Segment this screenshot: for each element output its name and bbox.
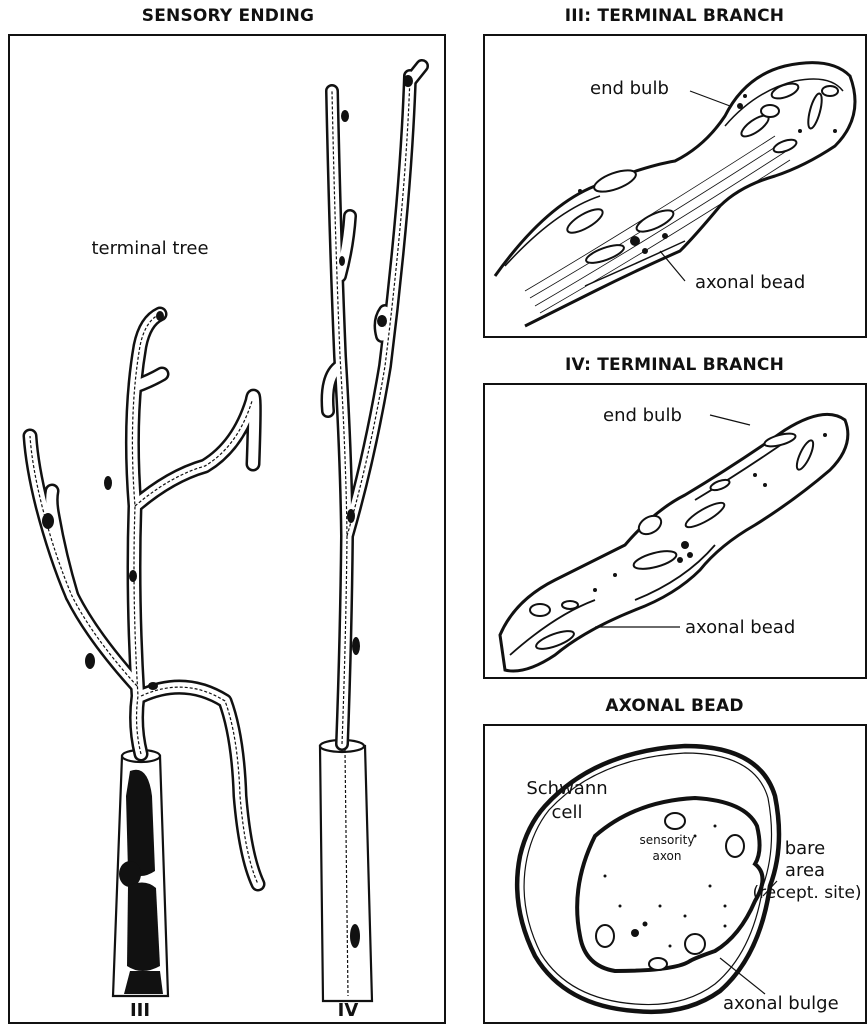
fiber-iii-label: III: [130, 1000, 150, 1021]
branch-iv-outline: [500, 414, 848, 671]
fiber-iv-tree-inner: [328, 66, 423, 744]
terminal-branch-iv-panel: end bulb axonal bead: [483, 383, 867, 679]
end-bulb-label-iv: end bulb: [603, 405, 682, 426]
bare-area-label-line2: area: [785, 860, 825, 881]
sensory-ending-title: SENSORY ENDING: [10, 6, 446, 26]
fiber-iv-label: IV: [338, 1000, 359, 1021]
terminal-tree-label: terminal tree: [91, 238, 208, 259]
axonal-bulge-label: axonal bulge: [723, 993, 839, 1014]
terminal-branch-iii-panel: end bulb axonal bead: [483, 34, 867, 338]
axonal-bead-panel: Schwann cell sensority axon bare area (r…: [483, 724, 867, 1024]
bare-area-label-line3: (recept. site): [752, 883, 861, 903]
sensory-ending-drawing: terminal tree III IV: [10, 36, 444, 1022]
terminal-branch-iii-title: III: TERMINAL BRANCH: [482, 6, 867, 26]
schwann-cell-label-line1: Schwann: [526, 778, 607, 799]
sensory-ending-panel: terminal tree III IV: [8, 34, 446, 1024]
sensory-axon-label-line1: sensority: [640, 833, 695, 847]
fiber-iv-nucleus-low: [350, 924, 360, 948]
axonal-bead-title: AXONAL BEAD: [482, 696, 867, 716]
axonal-bead-drawing: Schwann cell sensority axon bare area (r…: [485, 726, 865, 1022]
bare-area-label-line1: bare: [785, 838, 826, 859]
branch-iii-mitochondria: [564, 81, 838, 267]
sensory-axon-label-line2: axon: [652, 849, 681, 863]
branch-iii-leaders: [660, 91, 730, 281]
terminal-branch-iv-title: IV: TERMINAL BRANCH: [482, 355, 867, 375]
axonal-bead-label-iii: axonal bead: [695, 272, 805, 293]
terminal-branch-iv-drawing: end bulb axonal bead: [485, 385, 865, 677]
schwann-cell-label-line2: cell: [552, 802, 583, 823]
end-bulb-label-iii: end bulb: [590, 78, 669, 99]
axonal-bead-label-iv: axonal bead: [685, 617, 795, 638]
terminal-branch-iii-drawing: end bulb axonal bead: [485, 36, 865, 336]
